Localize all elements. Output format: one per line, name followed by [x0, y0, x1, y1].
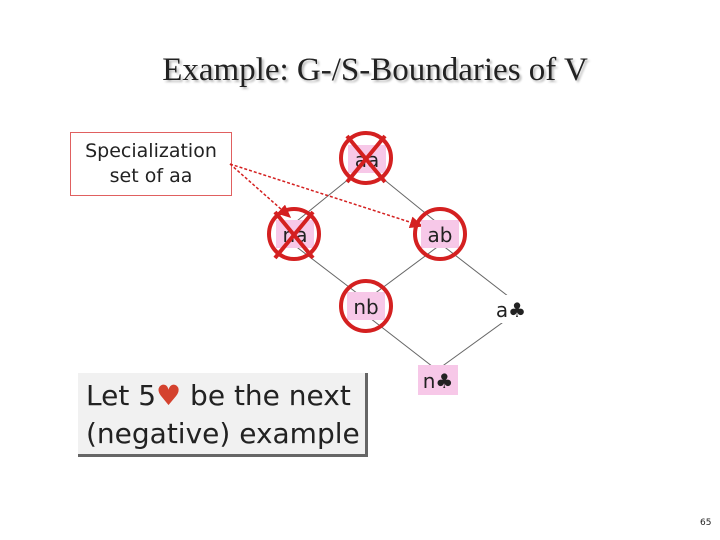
- arrow-to-ab: [229, 163, 424, 229]
- node-ab-bg: [421, 220, 459, 248]
- cross-out-na: [267, 207, 321, 261]
- circle-ab: [413, 207, 467, 261]
- node-a-club-letter: a: [495, 298, 509, 322]
- club-icon: ♣: [435, 369, 454, 393]
- heart-icon: ♥: [156, 379, 182, 412]
- node-n-club: n♣: [414, 366, 462, 396]
- node-n-club-letter: n: [422, 369, 436, 393]
- page-number: 65: [700, 518, 712, 528]
- edge-aclub-nclub: [436, 314, 514, 371]
- node-ab: ab: [427, 223, 453, 247]
- negative-example-box: Let 5♥ be the next (negative) example: [78, 373, 368, 457]
- node-a-club: a♣: [488, 295, 534, 325]
- specialization-note-box: Specialization set of aa: [70, 132, 232, 196]
- slide-title: Example: G-/S-Boundaries of V: [162, 52, 588, 88]
- club-icon: ♣: [508, 298, 527, 322]
- circle-nb: [339, 279, 393, 333]
- arrow-to-na: [229, 163, 292, 218]
- specialization-note-line1: Specialization: [85, 140, 217, 162]
- negative-example-pre: Let 5: [86, 379, 157, 412]
- node-nb-bg: [347, 292, 385, 320]
- specialization-note-line2: set of aa: [109, 165, 193, 187]
- negative-example-line2: (negative) example: [86, 417, 360, 450]
- node-nb: nb: [353, 295, 379, 319]
- negative-example-line1: Let 5♥ be the next: [86, 377, 365, 415]
- negative-example-post: be the next: [181, 379, 351, 412]
- edge-nb-nclub: [365, 314, 438, 371]
- cross-out-aa: [339, 131, 393, 185]
- node-nclub-bg: [418, 365, 458, 395]
- node-aclub-bg: [492, 295, 530, 323]
